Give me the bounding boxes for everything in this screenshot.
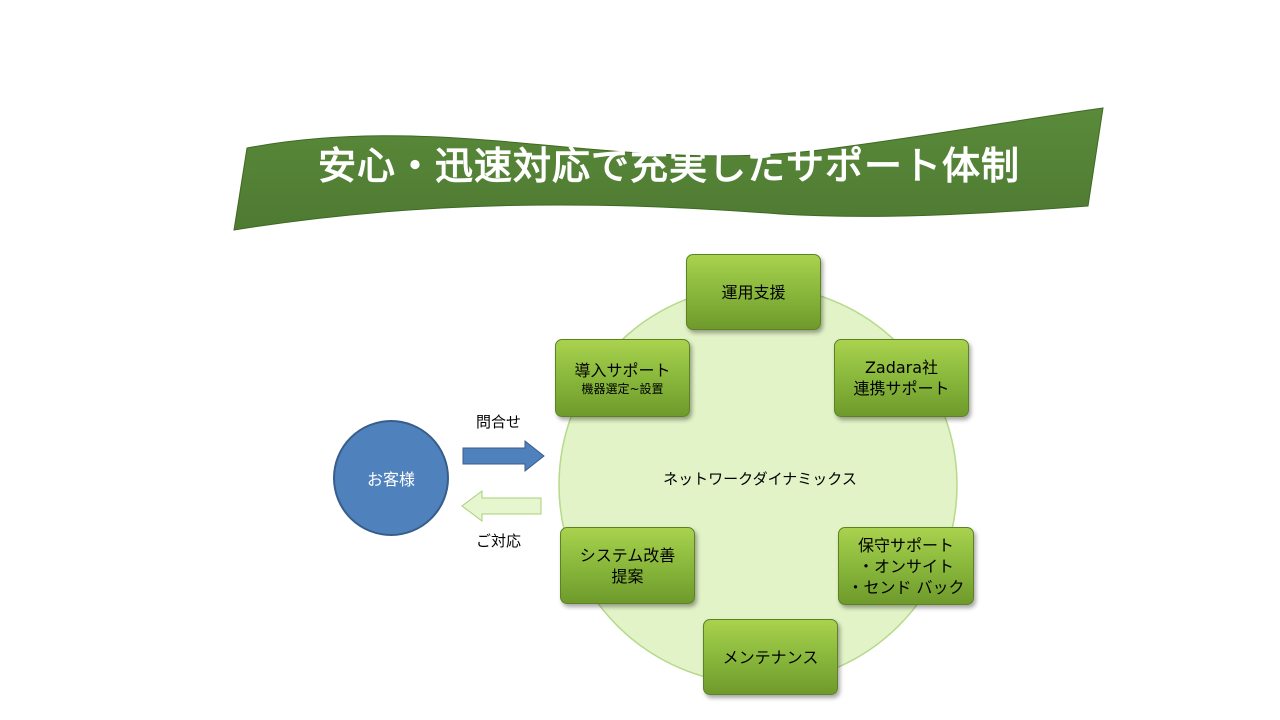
node-operation-support: 運用支援	[686, 254, 821, 330]
customer-circle: お客様	[333, 420, 449, 536]
node-intro-support: 導入サポート 機器選定~設置	[555, 339, 690, 417]
node-system-proposal: システム改善 提案	[560, 527, 695, 604]
node-maintenance-label: メンテナンス	[722, 647, 819, 667]
node-maintenance-support: 保守サポート ・オンサイト ・センド バック	[838, 527, 974, 605]
node-zadara-support: Zadara社 連携サポート	[834, 339, 969, 417]
node-maintenance: メンテナンス	[703, 619, 838, 695]
node-maint-support-line3: ・センド バック	[847, 577, 965, 597]
inquiry-label: 問合せ	[476, 413, 522, 431]
node-intro-line1: 導入サポート	[574, 360, 671, 380]
response-arrow	[461, 490, 542, 522]
page-title: 安心・迅速対応で充実したサポート体制	[317, 144, 1020, 188]
node-intro-sub: 機器選定~設置	[581, 381, 664, 396]
customer-label: お客様	[366, 470, 415, 489]
response-label: ご対応	[476, 532, 522, 550]
node-zadara-line1: Zadara社	[864, 358, 939, 377]
node-maint-support-line2: ・オンサイト	[857, 556, 954, 576]
node-zadara-line2: 連携サポート	[853, 379, 950, 398]
node-system-line2: 提案	[611, 566, 644, 586]
node-system-line1: システム改善	[579, 545, 676, 565]
title-banner	[233, 107, 1104, 231]
node-operation-label: 運用支援	[721, 282, 786, 302]
inquiry-arrow	[462, 439, 545, 473]
node-maint-support-line1: 保守サポート	[857, 535, 954, 555]
company-label: ネットワークダイナミックス	[663, 470, 857, 488]
